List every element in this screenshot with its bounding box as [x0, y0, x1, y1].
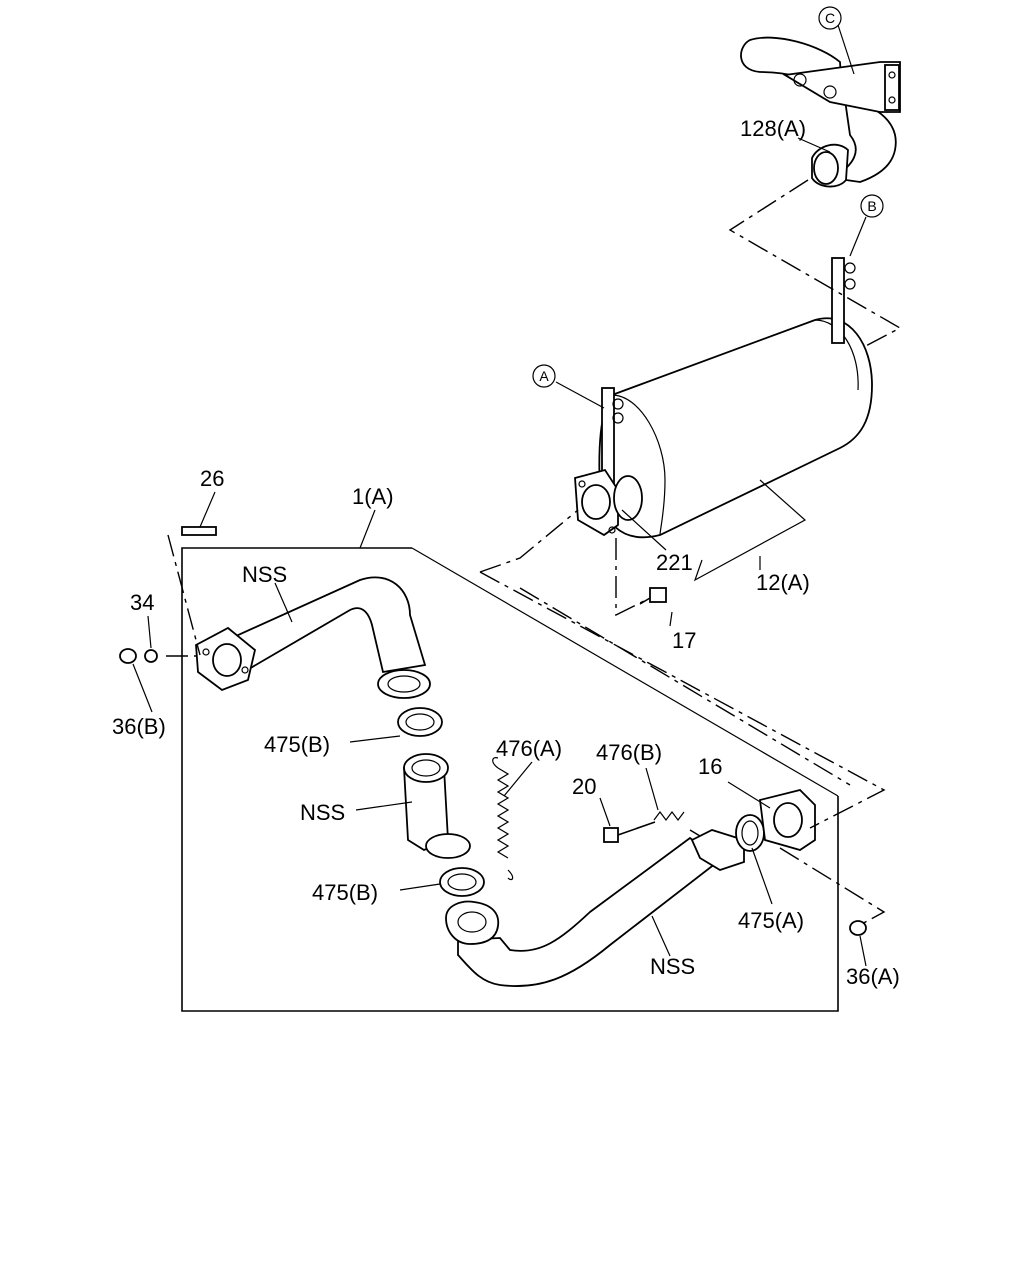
label-128a: 128(A)	[740, 116, 806, 141]
ref-circle-b: B	[860, 194, 884, 218]
label-34: 34	[130, 590, 154, 615]
label-475b-1: 475(B)	[264, 732, 330, 757]
tailpipe-assembly	[740, 36, 901, 188]
label-475b-2: 475(B)	[312, 880, 378, 905]
ref-label-b: B	[867, 198, 876, 214]
middle-section	[397, 707, 514, 897]
reference-lines	[166, 179, 902, 927]
label-nss-mid: NSS	[300, 800, 345, 825]
label-12a: 12(A)	[756, 570, 810, 595]
label-476a: 476(A)	[496, 736, 562, 761]
label-20: 20	[572, 774, 596, 799]
assembly-frame-1a	[181, 547, 839, 1012]
ref-label-c: C	[825, 10, 835, 26]
label-476b: 476(B)	[596, 740, 662, 765]
label-221: 221	[656, 550, 693, 575]
ref-label-a: A	[539, 368, 549, 384]
label-1a: 1(A)	[352, 484, 394, 509]
label-nss-bot: NSS	[650, 954, 695, 979]
label-17: 17	[672, 628, 696, 653]
label-16: 16	[698, 754, 722, 779]
label-475a: 475(A)	[738, 908, 804, 933]
front-pipe-lower	[119, 526, 867, 987]
leader-lines	[132, 24, 867, 967]
ref-circle-c: C	[818, 6, 842, 30]
front-pipe-upper	[195, 576, 431, 699]
muffler	[574, 257, 873, 539]
label-26: 26	[200, 466, 224, 491]
label-36a: 36(A)	[846, 964, 900, 989]
label-36b: 36(B)	[112, 714, 166, 739]
ref-circle-a: A	[532, 364, 556, 388]
label-nss-top: NSS	[242, 562, 287, 587]
